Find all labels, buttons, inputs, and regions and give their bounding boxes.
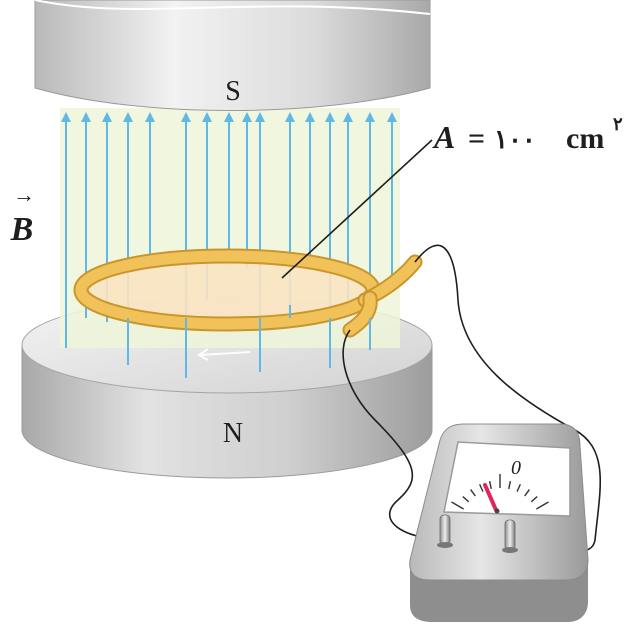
meter-tick (524, 489, 530, 497)
field-line-arrowhead (181, 112, 191, 122)
meter-tick (508, 480, 512, 490)
meter-terminal-right (502, 519, 518, 553)
meter-tick (516, 484, 521, 492)
field-line-arrowhead (255, 112, 265, 122)
field-line-arrowhead (61, 112, 71, 122)
top-magnet-s (34, 0, 431, 111)
field-line-arrowhead (224, 112, 234, 122)
meter-scale (451, 474, 549, 510)
field-line-arrowhead (387, 112, 397, 122)
meter-tick (536, 501, 549, 510)
pole-label-n: N (223, 418, 243, 449)
pole-label-s: S (225, 76, 241, 107)
area-symbol: A (432, 119, 455, 155)
coil-loop (73, 248, 423, 338)
field-line-arrowhead (242, 112, 252, 122)
meter-face (443, 441, 571, 517)
field-line-arrowhead (123, 112, 133, 122)
field-lines-front (65, 305, 371, 378)
meter-tick (462, 496, 470, 503)
area-value: ۱۰۰ (494, 125, 536, 154)
meter-tick (530, 496, 538, 503)
field-line-arrowhead (343, 112, 353, 122)
meter-tick (470, 489, 476, 497)
field-line-arrowhead (285, 112, 295, 122)
field-line-arrowhead (365, 112, 375, 122)
field-line-arrowhead (305, 112, 315, 122)
area-label: A = ۱۰۰ cm ۲ (432, 114, 623, 155)
meter-zero-label: 0 (511, 457, 521, 479)
area-leader-line (281, 139, 433, 279)
faint-arrow (197, 348, 251, 361)
area-exponent: ۲ (613, 114, 623, 134)
galvanometer (409, 423, 589, 622)
field-line-arrowhead (145, 112, 155, 122)
area-unit: cm (566, 122, 604, 155)
meter-tick (488, 480, 492, 490)
meter-tick (451, 501, 464, 510)
area-equals: = (468, 122, 485, 155)
field-symbol-b: B (10, 211, 34, 248)
field-line-arrowhead (81, 112, 91, 122)
meter-terminal-left (437, 514, 453, 548)
field-line-arrowhead (325, 112, 335, 122)
meter-tick (479, 484, 484, 492)
field-line-arrowhead (102, 112, 112, 122)
field-line-arrowhead (202, 112, 212, 122)
field-vector-arrow: → (13, 182, 35, 207)
meter-needle (483, 483, 498, 512)
